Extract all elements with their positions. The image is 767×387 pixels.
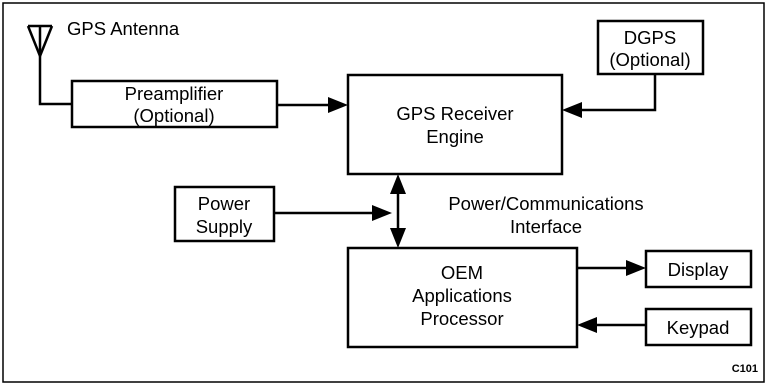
power-supply-label-line2: Supply: [196, 216, 253, 237]
receiver-engine-block: GPS Receiver Engine: [346, 73, 564, 176]
keypad-label: Keypad: [667, 317, 730, 338]
processor-label-line2: Applications: [412, 285, 512, 306]
receiver-label-line1: GPS Receiver: [396, 103, 513, 124]
power-communications-bus-arrow: [390, 174, 406, 248]
processor-label-line1: OEM: [441, 262, 483, 283]
display-label: Display: [668, 259, 729, 280]
preamplifier-block: Preamplifier (Optional): [70, 79, 279, 129]
processor-to-display-arrow: [577, 260, 646, 276]
interface-label-line1: Power/Communications: [448, 193, 643, 214]
dgps-block: DGPS (Optional): [596, 19, 705, 76]
antenna-icon: [26, 24, 72, 106]
dgps-label-line1: DGPS: [624, 27, 676, 48]
keypad-to-processor-arrow: [577, 317, 646, 333]
receiver-label-line2: Engine: [426, 126, 484, 147]
dgps-to-receiver-arrow: [562, 74, 657, 118]
power-supply-to-bus-arrow: [274, 205, 392, 221]
interface-label-line2: Interface: [510, 216, 582, 237]
power-supply-label-line1: Power: [198, 193, 250, 214]
dgps-label-line2: (Optional): [609, 49, 690, 70]
processor-label-line3: Processor: [420, 308, 503, 329]
figure-code: C101: [732, 363, 758, 375]
oem-processor-block: OEM Applications Processor: [346, 246, 579, 349]
preamp-to-receiver-arrow: [277, 97, 348, 113]
preamplifier-label-line1: Preamplifier: [125, 83, 224, 104]
keypad-block: Keypad: [644, 307, 753, 347]
power-supply-block: Power Supply: [173, 185, 276, 243]
preamplifier-label-line2: (Optional): [133, 105, 214, 126]
display-block: Display: [644, 249, 753, 289]
antenna-label: GPS Antenna: [67, 18, 180, 39]
